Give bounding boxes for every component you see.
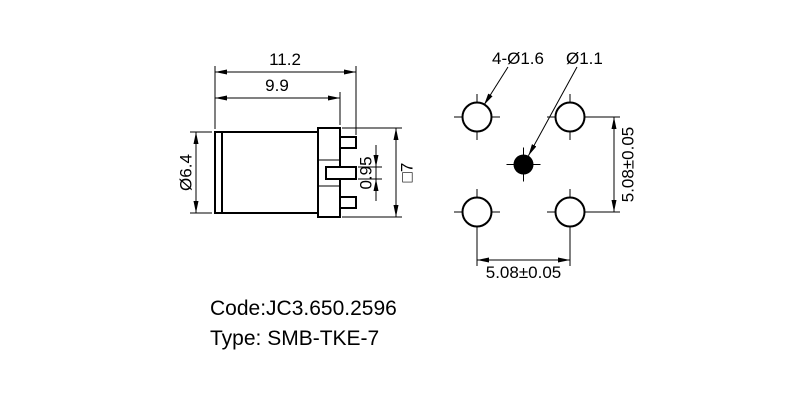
part-type: Type: SMB-TKE-7 bbox=[210, 327, 379, 350]
dim-hole-spacing-vertical-label: 5.08±0.05 bbox=[619, 127, 638, 203]
side-view bbox=[214, 127, 357, 218]
dim-body-diameter-label: Ø6.4 bbox=[177, 154, 196, 191]
footprint-view: 4-Ø1.6 Ø1.1 5.08±0.05 5.08±0.05 bbox=[454, 49, 638, 282]
center-hole-pad bbox=[513, 154, 534, 175]
ground-pin-bottom bbox=[339, 196, 357, 209]
dim-body-width: 9.9 bbox=[215, 76, 341, 125]
dim-center-pin: 0.95 bbox=[357, 145, 382, 201]
dim-body-width-label: 9.9 bbox=[265, 76, 289, 95]
dim-flange-square-label: □7 bbox=[398, 163, 417, 183]
callout-center-hole: Ø1.1 bbox=[527, 49, 603, 157]
dim-hole-spacing-horizontal: 5.08±0.05 bbox=[476, 229, 571, 282]
dim-body-diameter: Ø6.4 bbox=[177, 131, 212, 214]
dim-hole-spacing-vertical: 5.08±0.05 bbox=[587, 116, 638, 213]
dim-overall-width-label: 11.2 bbox=[269, 50, 301, 69]
leader-line bbox=[483, 66, 509, 106]
mounting-hole bbox=[554, 101, 586, 133]
mounting-hole bbox=[461, 196, 493, 228]
title-block: Code:JC3.650.2596 Type: SMB-TKE-7 bbox=[210, 297, 397, 350]
label-mounting-holes: 4-Ø1.6 bbox=[492, 49, 544, 68]
mounting-hole bbox=[461, 101, 493, 133]
dim-center-pin-label: 0.95 bbox=[357, 156, 376, 189]
part-code: Code:JC3.650.2596 bbox=[210, 297, 397, 320]
callout-mounting-holes: 4-Ø1.6 bbox=[483, 49, 544, 106]
connector-body bbox=[214, 131, 319, 214]
leader-line bbox=[527, 66, 578, 157]
ground-pin-top bbox=[339, 136, 357, 149]
center-pin bbox=[325, 166, 357, 180]
label-center-hole: Ø1.1 bbox=[566, 49, 603, 68]
dim-hole-spacing-horizontal-label: 5.08±0.05 bbox=[486, 263, 562, 282]
dim-flange-square: □7 bbox=[342, 127, 417, 218]
mounting-hole bbox=[554, 196, 586, 228]
